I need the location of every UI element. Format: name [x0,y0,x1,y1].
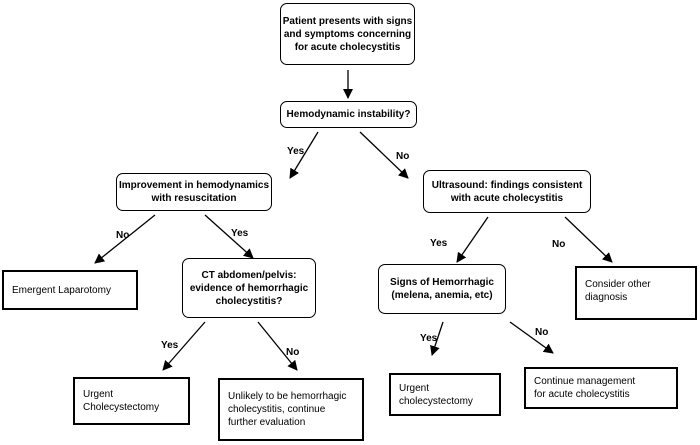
node-signs-hemorrhagic-text: Signs of Hemorrhagic (melena, anemia, et… [390,277,494,301]
arrow-ultrasound-no [564,216,613,263]
arrow-ct-no [257,321,298,371]
node-ct-abdomen-pelvis: CT abdomen/pelvis: evidence of hemorrhag… [182,258,316,318]
node-consider-other-diagnosis-text: Consider other diagnosis [585,279,651,303]
node-consider-other-diagnosis: Consider other diagnosis [575,266,697,320]
node-continue-management-text: Continue management for acute cholecysti… [534,376,636,400]
label-no-improvement: No [116,230,130,241]
arrow-instability-no [359,131,409,179]
arrow-signs-no [509,321,554,354]
node-unlikely-hemorrhagic: Unlikely to be hemorrhagic cholecystitis… [218,378,364,441]
node-ultrasound: Ultrasound: findings consistent with acu… [423,170,591,213]
node-signs-hemorrhagic: Signs of Hemorrhagic (melena, anemia, et… [378,264,506,314]
arrow-instability-yes [289,131,319,179]
label-yes-ultrasound: Yes [430,238,448,249]
node-hemodynamic-instability-text: Hemodynamic instability? [286,109,411,120]
node-improvement-hemodynamics: Improvement in hemodynamics with resusci… [116,173,272,211]
node-urgent-cholecystectomy-right-text: Urgent cholecystectomy [399,382,473,407]
label-yes-improvement: Yes [231,228,249,239]
arrow-ct-yes [162,321,206,371]
arrow-signs-yes [430,321,444,356]
label-yes-signs: Yes [420,333,438,344]
node-start-text: Patient presents with signs and symptoms… [282,15,413,53]
node-urgent-cholecystectomy-left: Urgent Cholecystectomy [73,377,190,425]
node-continue-management: Continue management for acute cholecysti… [524,367,678,409]
node-ct-abdomen-pelvis-text: CT abdomen/pelvis: evidence of hemorrhag… [189,269,309,307]
arrow-improvement-no [94,214,156,264]
node-improvement-hemodynamics-text: Improvement in hemodynamics with resusci… [118,180,270,204]
label-yes-ct: Yes [161,340,179,351]
arrow-ultrasound-yes [456,216,489,263]
node-urgent-cholecystectomy-right: Urgent cholecystectomy [389,373,501,416]
node-ultrasound-text: Ultrasound: findings consistent with acu… [431,179,583,204]
label-no-ultrasound: No [552,239,566,250]
label-no-ct: No [286,347,300,358]
node-emergent-laparotomy: Emergent Laparotomy [2,270,138,310]
arrow-improvement-yes [204,214,254,259]
node-unlikely-hemorrhagic-text: Unlikely to be hemorrhagic cholecystitis… [228,391,347,428]
label-no-instability: No [396,151,410,162]
node-emergent-laparotomy-text: Emergent Laparotomy [12,284,111,296]
node-urgent-cholecystectomy-left-text: Urgent Cholecystectomy [83,389,160,413]
node-hemodynamic-instability: Hemodynamic instability? [280,101,417,128]
label-yes-instability: Yes [287,146,305,157]
label-no-signs: No [535,327,549,338]
node-start: Patient presents with signs and symptoms… [280,3,415,65]
